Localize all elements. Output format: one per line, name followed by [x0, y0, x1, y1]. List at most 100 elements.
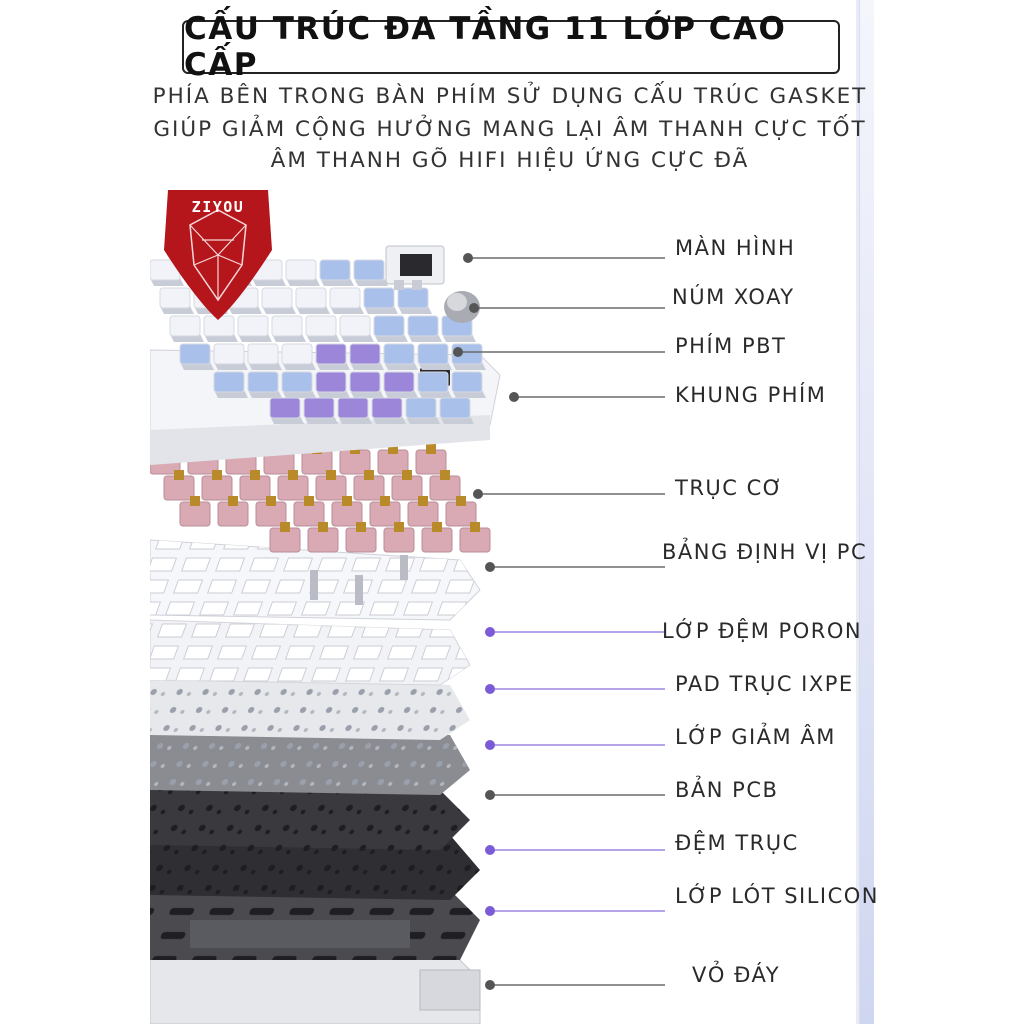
leader-dot	[485, 562, 495, 572]
layer-label: TRỤC CƠ	[675, 476, 784, 500]
pbt-keycaps-layer	[150, 259, 486, 424]
switch	[377, 444, 409, 475]
layer-label: NÚM XOAY	[672, 285, 795, 309]
leader-dot	[485, 684, 495, 694]
keycap	[169, 315, 204, 342]
leader-dot	[485, 906, 495, 916]
keycap	[329, 287, 364, 314]
keycap	[213, 343, 248, 370]
layer-label: LỚP ĐỆM PORON	[662, 619, 863, 643]
keycap	[363, 287, 398, 314]
keycap	[269, 397, 304, 424]
keyboard-exploded-illustration: ZIYOU	[150, 180, 870, 1024]
keycap	[407, 315, 442, 342]
layer-label: VỎ ĐÁY	[692, 963, 781, 987]
switch	[407, 496, 439, 527]
subtitle-line-2: GIÚP GIẢM CỘNG HƯỞNG MANG LẠI ÂM THANH C…	[153, 117, 867, 142]
subtitle-line-1: PHÍA BÊN TRONG BÀN PHÍM SỬ DỤNG CẤU TRÚC…	[152, 84, 868, 109]
keycap	[261, 287, 296, 314]
bottom-case-layer	[150, 949, 481, 1024]
leader-lines	[453, 253, 665, 990]
switch	[331, 496, 363, 527]
leader-dot	[473, 489, 483, 499]
keycap	[179, 343, 214, 370]
poron-foam-layer	[150, 619, 471, 686]
rotary-knob	[444, 291, 480, 323]
switch	[383, 522, 415, 553]
switch	[307, 522, 339, 553]
page-title: CẤU TRÚC ĐA TẦNG 11 LỚP CAO CẤP	[182, 11, 840, 83]
switch	[445, 496, 477, 527]
switch	[415, 444, 447, 475]
leader-dot	[485, 740, 495, 750]
switch	[353, 470, 385, 501]
keycap	[159, 287, 194, 314]
left-margin	[0, 0, 150, 1024]
layer-label: PHÍM PBT	[675, 334, 787, 358]
layer-label: PAD TRỤC IXPE	[675, 672, 854, 696]
keycap	[315, 371, 350, 398]
switch	[163, 470, 195, 501]
keycap	[213, 371, 248, 398]
leader-dot	[485, 790, 495, 800]
keycap	[417, 343, 452, 370]
ziyou-logo-shield: ZIYOU	[164, 190, 272, 320]
keycap	[237, 315, 272, 342]
keycap	[451, 371, 486, 398]
leader-dot	[469, 303, 479, 313]
keycap	[373, 315, 408, 342]
sound-dampening-layer	[150, 725, 470, 795]
leader-dot	[485, 845, 495, 855]
switch	[201, 470, 233, 501]
layer-label: LỚP LÓT SILICON	[675, 884, 880, 908]
switch	[217, 496, 249, 527]
keycap	[203, 315, 238, 342]
pcb-layer	[150, 780, 470, 850]
keycap	[315, 343, 350, 370]
layer-label: ĐỆM TRỤC	[675, 831, 799, 855]
keycap	[339, 315, 374, 342]
layer-label: BẢN PCB	[675, 778, 779, 802]
display-module	[385, 245, 445, 290]
keycap	[439, 397, 474, 424]
keycap	[337, 397, 372, 424]
exploded-view-svg: ZIYOU	[150, 190, 665, 1024]
keycap	[281, 343, 316, 370]
switch	[369, 496, 401, 527]
keycap	[319, 259, 354, 286]
switch	[255, 496, 287, 527]
switch	[277, 470, 309, 501]
layer-label: LỚP GIẢM ÂM	[675, 725, 836, 749]
keycap	[281, 371, 316, 398]
logo-text: ZIYOU	[192, 198, 245, 216]
switch	[269, 522, 301, 553]
keycap	[247, 343, 282, 370]
keycap	[397, 287, 432, 314]
keycap	[353, 259, 388, 286]
keycap	[349, 343, 384, 370]
leader-dot	[485, 980, 495, 990]
switch	[391, 470, 423, 501]
leader-dot	[485, 627, 495, 637]
switch	[345, 522, 377, 553]
subtitle-line-3: ÂM THANH GÕ HIFI HIỆU ỨNG CỰC ĐÃ	[270, 148, 750, 173]
switch	[459, 522, 491, 553]
keycap	[247, 371, 282, 398]
switch	[315, 470, 347, 501]
keycap	[305, 315, 340, 342]
keycap	[417, 371, 452, 398]
keycap	[349, 371, 384, 398]
keycap	[405, 397, 440, 424]
keycap	[271, 315, 306, 342]
keycap	[295, 287, 330, 314]
keycap	[303, 397, 338, 424]
right-edge-strip	[856, 0, 874, 1024]
switch	[239, 470, 271, 501]
leader-dot	[453, 347, 463, 357]
ixpe-pad-layer	[150, 675, 470, 740]
keycap	[383, 371, 418, 398]
leader-dot	[463, 253, 473, 263]
pc-plate-layer	[150, 539, 481, 621]
layer-label: MÀN HÌNH	[675, 236, 796, 260]
switch	[179, 496, 211, 527]
